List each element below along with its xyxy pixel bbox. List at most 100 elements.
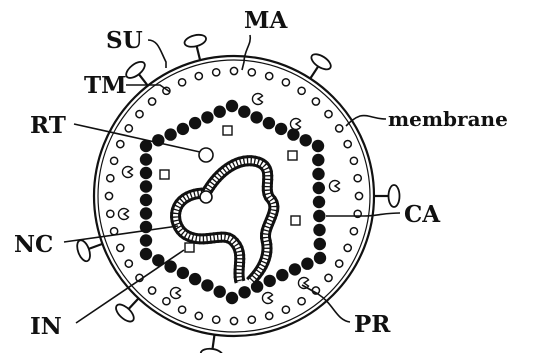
label-nc: NC [14,231,53,258]
matrix-protein-bead [248,316,255,323]
capsid-protein-bead [140,248,152,260]
matrix-protein-bead [350,157,357,164]
matrix-protein-bead [355,192,362,199]
matrix-protein-bead [325,274,332,281]
integrase-square [288,151,297,160]
capsid-protein-bead [189,273,201,285]
membrane-leader-line [346,116,386,126]
nc-leader-line [64,226,178,242]
capsid-protein-bead [238,106,250,118]
ca-leader-line [326,213,400,216]
protease-molecule [262,293,272,304]
capsid-protein-bead [140,167,152,179]
capsid-protein-bead [140,180,152,192]
capsid-protein-bead [189,117,201,129]
matrix-protein-bead [213,316,220,323]
matrix-protein-bead [248,69,255,76]
matrix-protein-bead [179,79,186,86]
surface-glycoprotein-knob [309,51,333,72]
capsid-protein-bead [300,134,312,146]
label-ma: MA [244,7,288,34]
matrix-protein-bead [195,312,202,319]
rna-genome [176,148,274,282]
capsid-protein-bead [301,258,313,270]
integrase-square [160,170,169,179]
protease-molecule [298,278,308,289]
capsid-protein-bead [140,153,152,165]
protease-molecule [118,209,128,220]
surface-glycoprotein-knob [75,238,93,262]
capsid-protein-bead [226,100,238,112]
matrix-protein-bead [149,287,156,294]
label-membrane: membrane [388,107,508,131]
capsid-protein-bead [140,234,152,246]
surface-glycoprotein-knob [200,347,223,353]
capsid-protein-bead [313,182,325,194]
capsid-protein-bead [264,275,276,287]
matrix-protein-bead [230,67,237,74]
matrix-protein-bead [107,175,114,182]
matrix-protein-bead [282,79,289,86]
matrix-protein-bead [163,298,170,305]
capsid-protein-bead [250,111,262,123]
capsid-protein-bead [289,263,301,275]
matrix-protein-bead [117,244,124,251]
capsid-protein-bead [263,117,275,129]
matrix-protein-bead [312,98,319,105]
integrase-square [223,126,232,135]
ma-leader-line [242,35,250,70]
matrix-protein-bead [266,312,273,319]
capsid-protein-bead [201,279,213,291]
matrix-protein-bead [266,73,273,80]
protease-molecule [252,94,262,105]
integrase-square [185,243,194,252]
matrix-protein-bead [325,111,332,118]
integrase-square [291,216,300,225]
matrix-protein-bead [111,157,118,164]
matrix-protein-bead [344,141,351,148]
capsid-shell [140,100,326,304]
capsid-protein-bead [312,168,324,180]
surface-glycoprotein-knob [183,33,207,49]
capsid-protein-bead [214,106,226,118]
label-in: IN [30,313,62,340]
matrix-protein-bead [117,141,124,148]
capsid-protein-bead [140,207,152,219]
label-su: SU [106,27,143,54]
matrix-protein-bead [149,98,156,105]
capsid-protein-bead [313,210,325,222]
capsid-protein-bead [177,123,189,135]
capsid-protein-bead [287,128,299,140]
matrix-protein-bead [125,125,132,132]
capsid-protein-bead [276,269,288,281]
pr-leader-line [302,285,350,322]
matrix-protein-bead [107,210,114,217]
protease-molecule [122,167,132,178]
matrix-protein-bead [230,317,237,324]
label-pr: PR [354,311,391,338]
capsid-protein-bead [214,286,226,298]
label-tm: TM [84,72,127,99]
capsid-protein-bead [226,292,238,304]
capsid-protein-bead [238,286,250,298]
matrix-protein-bead [336,125,343,132]
transmembrane-stalk [138,73,148,86]
capsid-protein-bead [201,111,213,123]
matrix-protein-bead [336,260,343,267]
capsid-protein-bead [140,194,152,206]
su-leader-line [148,40,166,68]
matrix-protein-bead [213,69,220,76]
capsid-protein-bead [312,154,324,166]
matrix-protein-bead [195,73,202,80]
capsid-protein-bead [177,267,189,279]
surface-glycoprotein-knob [123,59,147,81]
matrix-protein-bead [298,298,305,305]
protease-molecule [290,119,300,130]
capsid-protein-bead [164,128,176,140]
transmembrane-stalk [87,244,102,250]
matrix-protein-bead [344,244,351,251]
matrix-protein-bead [111,228,118,235]
matrix-protein-bead [105,192,112,199]
matrix-protein-bead [282,306,289,313]
